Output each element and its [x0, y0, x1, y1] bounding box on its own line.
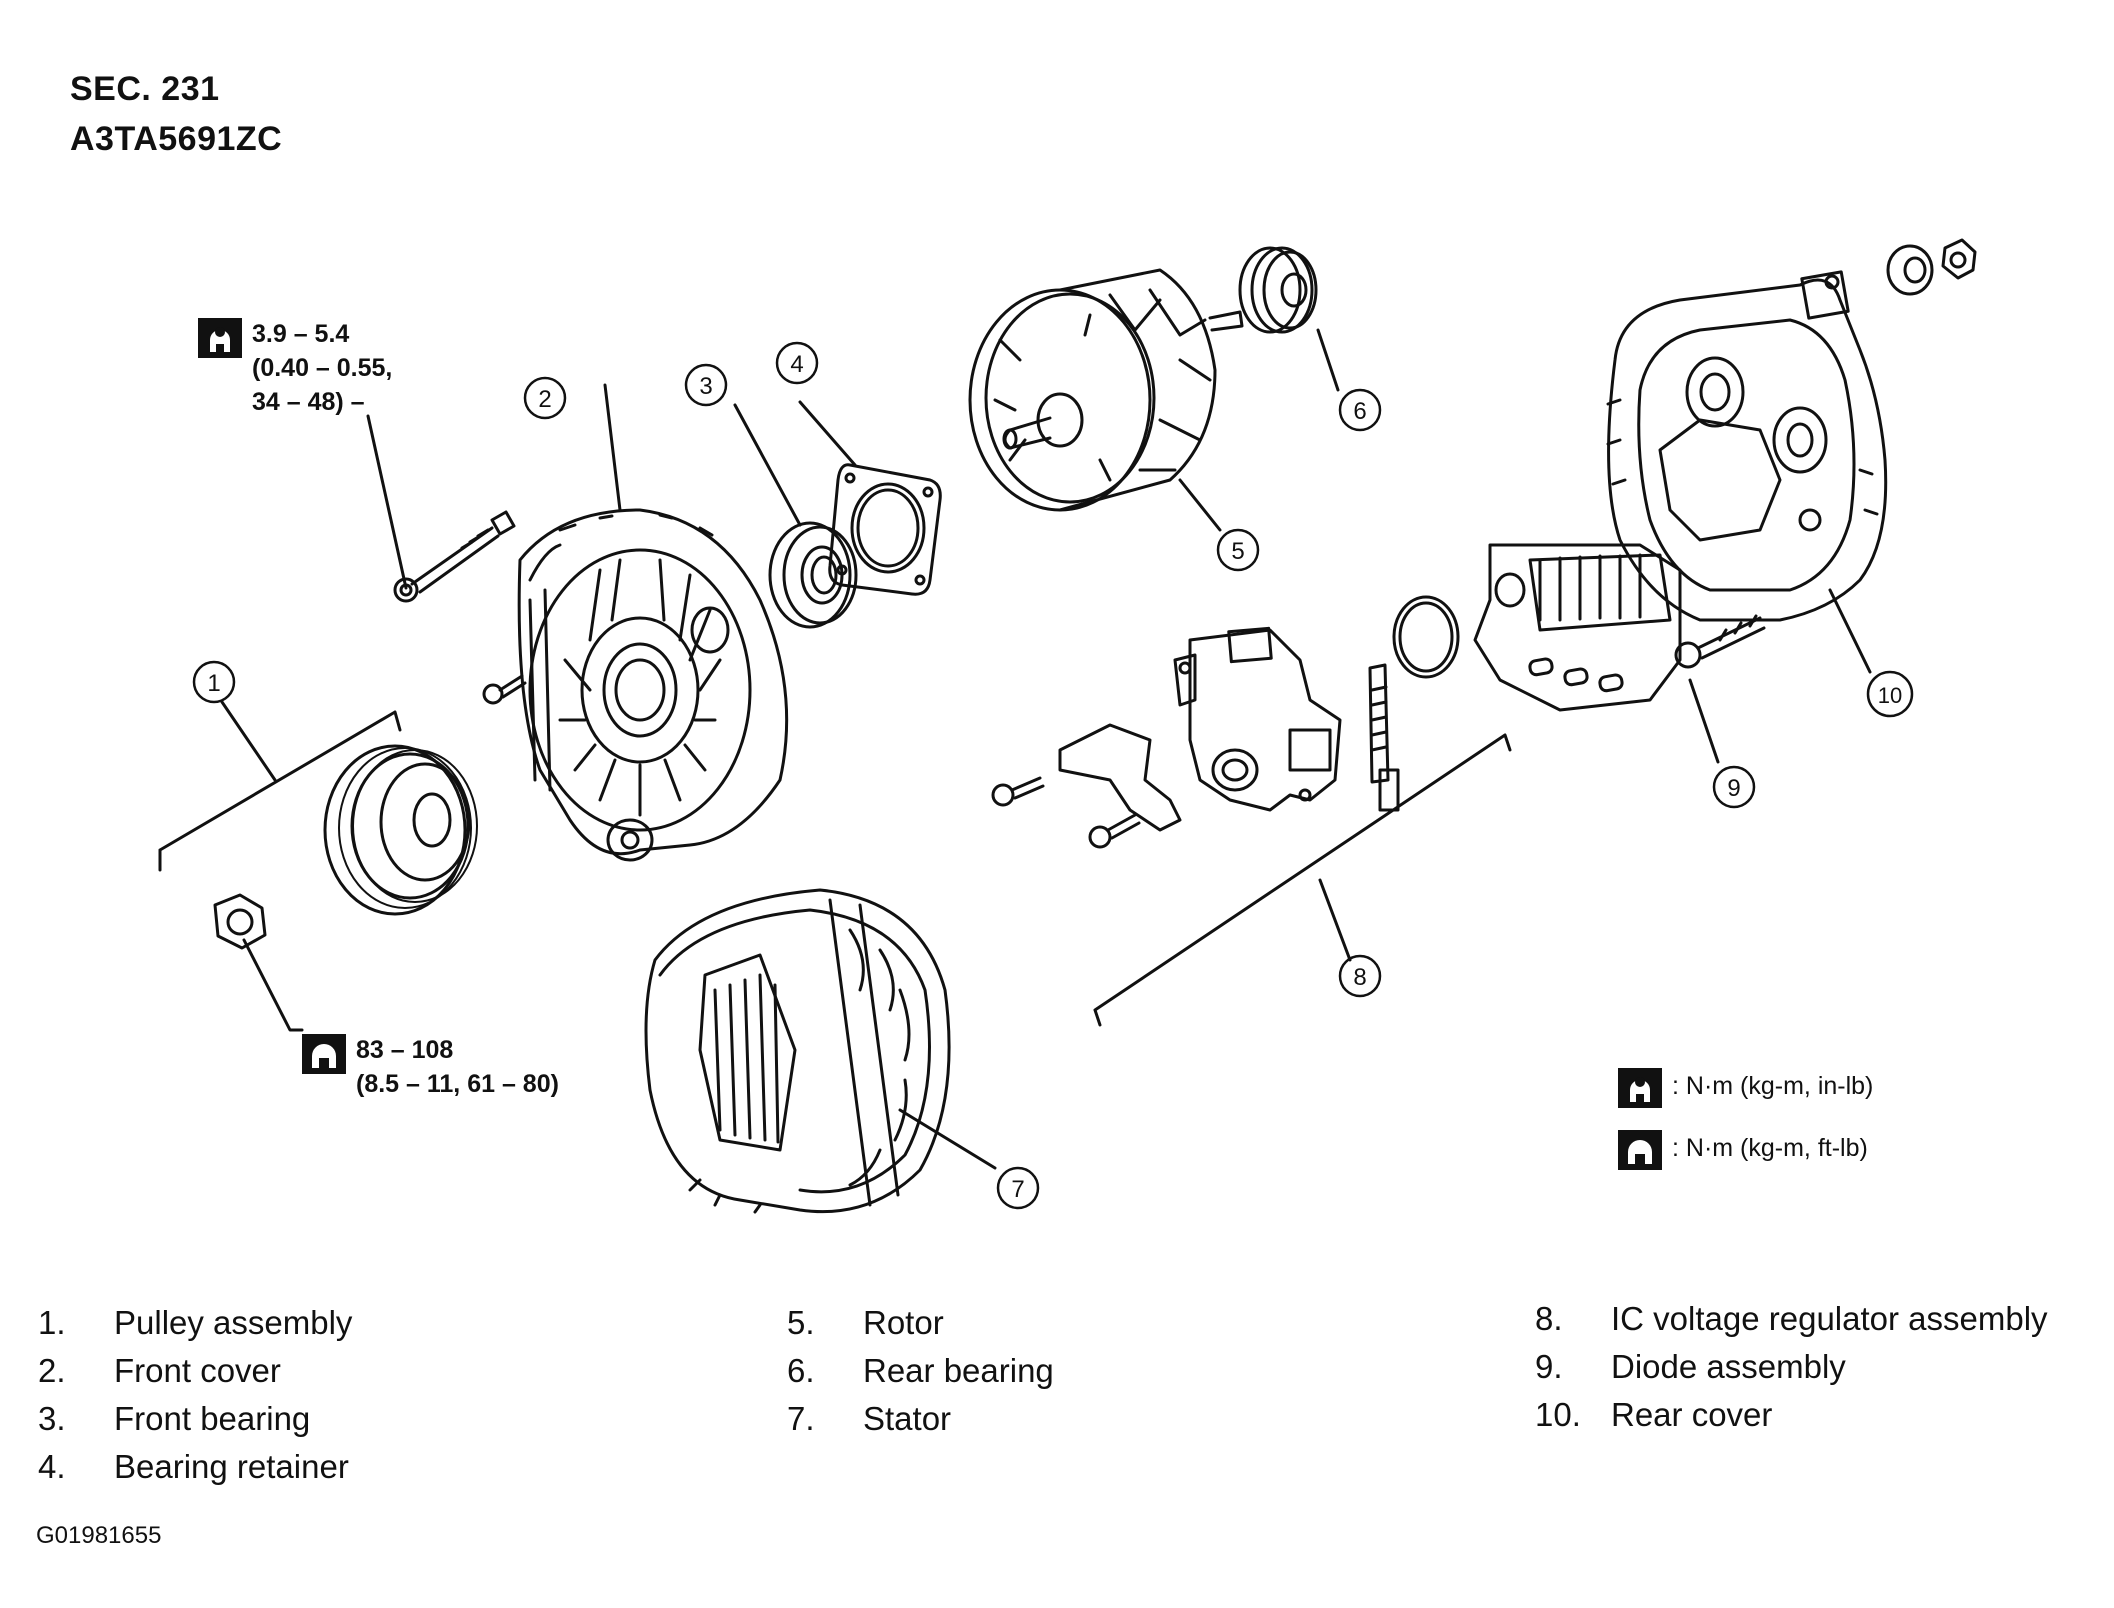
callout-9: 9	[1712, 765, 1756, 809]
list-item: 8.IC voltage regulator assembly	[1535, 1300, 2048, 1337]
stator	[644, 888, 997, 1214]
legend-inlb: : N·m (kg-m, in-lb)	[1672, 1072, 1873, 1101]
rear-bearing	[1238, 246, 1340, 392]
list-item: 7.Stator	[787, 1400, 952, 1437]
svg-text:8: 8	[1353, 964, 1366, 991]
nut-torque-nm: 83 – 108	[356, 1036, 454, 1064]
nut-torque-spec: 83 – 108 (8.5 – 11, 61 – 80)	[356, 1034, 559, 1102]
callout-7: 7	[996, 1166, 1040, 1210]
parts-list-col-3: 8.IC voltage regulator assembly 9.Diode …	[1535, 1300, 2048, 1444]
bolt-torque-inlb: 34 – 48) –	[252, 387, 365, 416]
front-bearing	[733, 403, 858, 629]
torque-wrench-ftlb-icon	[302, 1034, 346, 1074]
rotor	[968, 268, 1244, 532]
list-item: 9.Diode assembly	[1535, 1348, 1846, 1385]
svg-text:6: 6	[1353, 398, 1366, 425]
callout-3: 3	[684, 363, 728, 407]
svg-text:9: 9	[1727, 775, 1740, 802]
svg-text:10: 10	[1878, 683, 1902, 708]
list-item: 6.Rear bearing	[787, 1352, 1054, 1389]
parts-list-col-1: 1.Pulley assembly 2.Front cover 3.Front …	[38, 1304, 352, 1496]
pulley-assembly	[158, 700, 478, 1032]
nut-torque-kgm-ftlb: (8.5 – 11, 61 – 80)	[356, 1069, 559, 1098]
rear-cover	[1606, 238, 1977, 674]
drawing-code: A3TA5691ZC	[70, 120, 283, 158]
callout-4: 4	[775, 341, 819, 385]
legend-inlb-icon	[1618, 1068, 1662, 1108]
figure-id: G01981655	[36, 1522, 162, 1549]
svg-text:7: 7	[1011, 1176, 1024, 1203]
list-item: 10.Rear cover	[1535, 1396, 1773, 1433]
list-item: 4.Bearing retainer	[38, 1448, 349, 1485]
svg-text:5: 5	[1231, 538, 1244, 565]
callout-6: 6	[1338, 388, 1382, 432]
callout-5: 5	[1216, 528, 1260, 572]
svg-text:4: 4	[790, 351, 803, 378]
front-cover	[517, 383, 789, 862]
callout-1: 1	[192, 660, 236, 704]
front-cover-screw	[482, 674, 527, 705]
callout-10: 10	[1866, 670, 1914, 718]
list-item: 3.Front bearing	[38, 1400, 311, 1437]
svg-text:2: 2	[538, 386, 551, 413]
legend-ftlb: : N·m (kg-m, ft-lb)	[1672, 1134, 1868, 1163]
diode-assembly	[1473, 543, 1766, 764]
alternator-exploded-diagram: 1 2 3 4 5 6 7 8	[158, 238, 1977, 1214]
legend-inlb-text: : N·m (kg-m, in-lb)	[1672, 1072, 1874, 1100]
callout-8: 8	[1338, 954, 1382, 998]
ic-voltage-regulator-assembly	[991, 595, 1512, 1027]
section-number: SEC. 231	[70, 70, 220, 108]
callout-2: 2	[523, 376, 567, 420]
legend-ftlb-text: : N·m (kg-m, ft-lb)	[1672, 1134, 1868, 1162]
bolt-torque-spec: 3.9 – 5.4 (0.40 – 0.55, 34 – 48) –	[252, 318, 392, 419]
parts-list-col-2: 5.Rotor 6.Rear bearing 7.Stator	[787, 1304, 1054, 1448]
bolt-torque-nm: 3.9 – 5.4	[252, 320, 350, 348]
list-item: 1.Pulley assembly	[38, 1304, 353, 1341]
svg-text:1: 1	[207, 670, 220, 697]
list-item: 5.Rotor	[787, 1304, 944, 1341]
through-bolt	[366, 414, 516, 603]
svg-text:3: 3	[699, 373, 712, 400]
bearing-retainer	[798, 400, 942, 596]
torque-wrench-inlb-icon	[198, 318, 242, 358]
legend-ftlb-icon	[1618, 1130, 1662, 1170]
bolt-torque-kgm: (0.40 – 0.55,	[252, 353, 393, 382]
list-item: 2.Front cover	[38, 1352, 281, 1389]
